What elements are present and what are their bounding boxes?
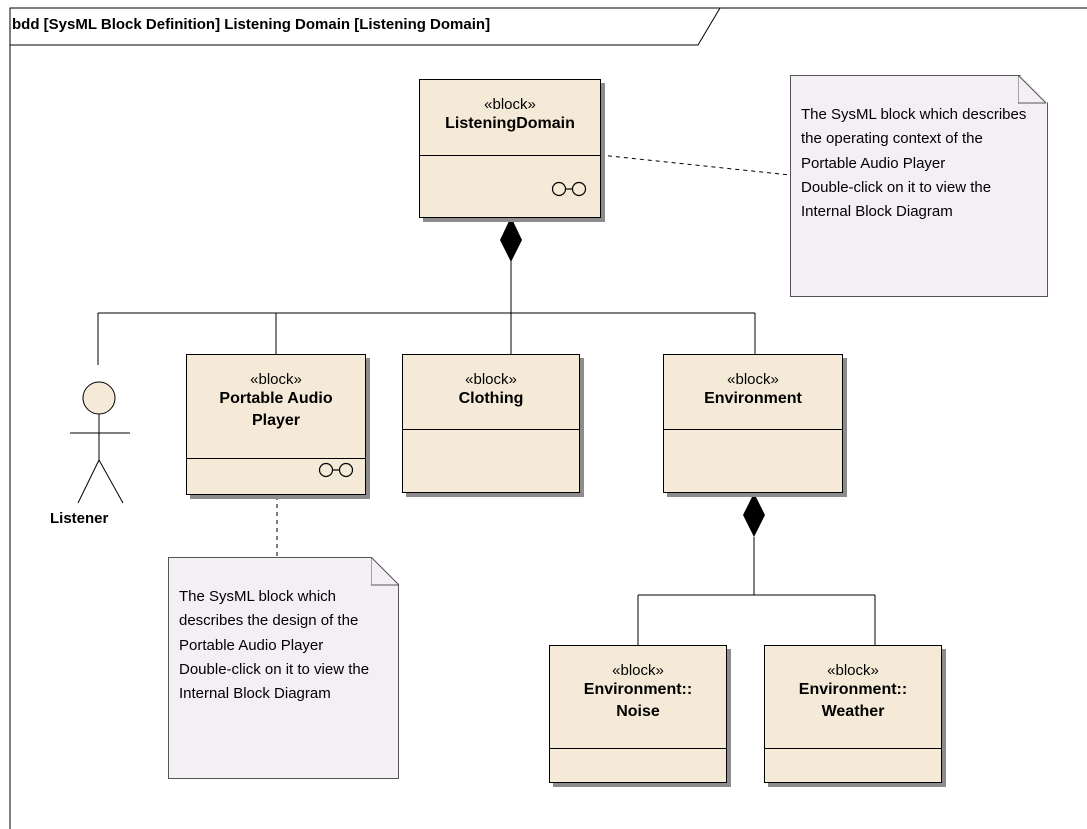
block-name: Portable Audio Player <box>219 390 333 429</box>
frame-title-tab <box>10 7 721 46</box>
block-name: Environment:: Noise <box>583 681 693 720</box>
block-environment-noise[interactable]: «block» Environment:: Noise <box>549 645 727 783</box>
note-anchor-domain <box>599 154 791 176</box>
frame-title: bdd [SysML Block Definition] Listening D… <box>12 16 491 33</box>
block-name: Clothing <box>458 390 524 407</box>
block-clothing[interactable]: «block» Clothing <box>402 354 580 493</box>
block-stereotype: «block» <box>827 662 879 679</box>
block-stereotype: «block» <box>465 371 517 388</box>
actor-label: Listener <box>50 510 109 527</box>
block-environment-weather[interactable]: «block» Environment:: Weather <box>764 645 942 783</box>
block-stereotype: «block» <box>484 96 536 113</box>
frame-border <box>9 7 1087 829</box>
block-name: Environment:: Weather <box>798 681 908 720</box>
block-stereotype: «block» <box>727 371 779 388</box>
block-name: ListeningDomain <box>445 115 575 132</box>
composition-diamond-environment <box>743 493 765 537</box>
block-name: Environment <box>704 390 802 407</box>
note-fold-corner <box>371 557 400 586</box>
block-stereotype: «block» <box>250 371 302 388</box>
listener-actor[interactable] <box>70 381 130 504</box>
note-listening-domain[interactable]: The SysML block which describes the oper… <box>790 75 1048 297</box>
block-environment[interactable]: «block» Environment <box>663 354 843 493</box>
block-listening-domain[interactable]: «block» ListeningDomain <box>419 79 601 218</box>
note-portable-audio-player[interactable]: The SysML block which describes the desi… <box>168 557 399 779</box>
composition-diamond-domain <box>500 217 522 262</box>
block-stereotype: «block» <box>612 662 664 679</box>
note-fold-corner <box>1018 75 1047 104</box>
block-portable-audio-player[interactable]: «block» Portable Audio Player <box>186 354 366 495</box>
glasses-icon <box>318 462 354 478</box>
glasses-icon <box>551 181 587 197</box>
